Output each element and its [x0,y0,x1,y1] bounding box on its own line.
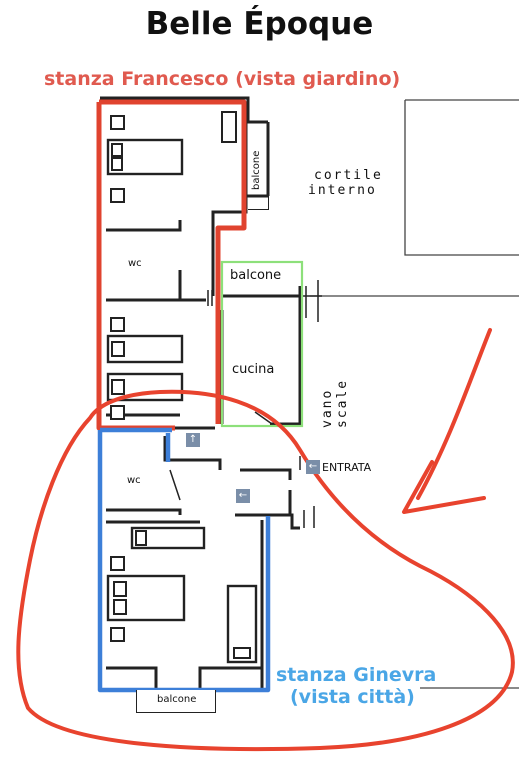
wc-bottom-label: wc [127,475,141,486]
hand-drawn-arrow [402,328,492,514]
pillows [111,143,251,659]
scale-line: scale [335,378,350,428]
arrow-up-icon: ↑ [186,433,200,447]
ginevra-view: (vista città) [290,686,415,708]
cucina-label: cucina [232,362,275,377]
hand-drawn-circle [16,389,515,752]
courtyard-outline [310,99,519,689]
vano-scale-label: vano scale [320,379,350,428]
cortile-label: cortile interno [308,168,383,198]
kitchen-outline [220,260,304,428]
wc-top-label: wc [128,258,142,269]
balcone-bottom-label: balcone [157,694,197,705]
door-swings [169,280,322,528]
room-label-ginevra: stanza Ginevra (vista città) [276,664,436,708]
entrance-arrow-icon: ← [306,460,320,474]
balcone-kitchen-label: balcone [230,268,282,283]
ginevra-name: stanza Ginevra [276,664,437,686]
vano-line: vano [320,388,335,428]
page-title: Belle Époque [145,6,374,42]
cortile-line1: cortile [314,168,383,183]
balcone-bottom: balcone [136,690,216,713]
room-label-francesco: stanza Francesco (vista giardino) [44,68,401,90]
balcone-top-box [248,122,269,210]
nightstands [110,111,237,642]
cortile-line2: interno [308,183,377,198]
entrata-label: ENTRATA [322,461,372,474]
arrow-left-icon: ← [236,489,250,503]
